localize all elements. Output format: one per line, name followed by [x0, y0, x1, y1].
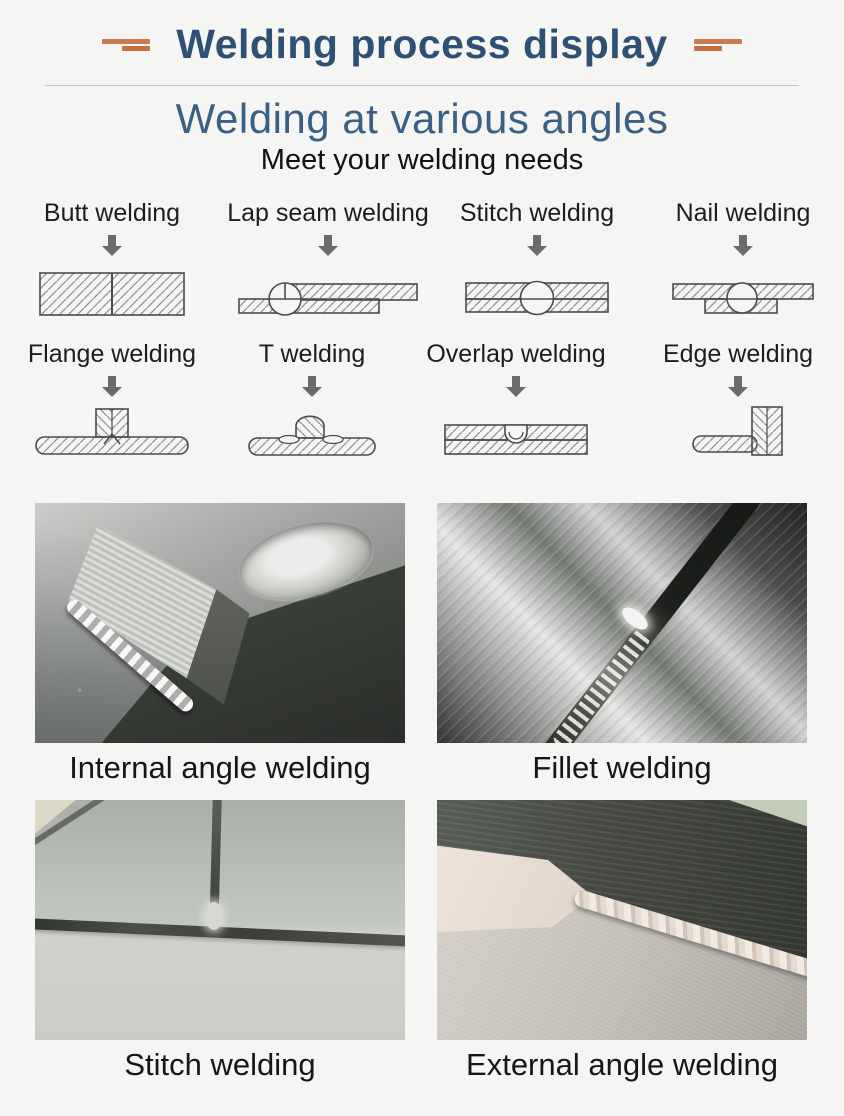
- diagram-nail-welding: Nail welding: [642, 199, 844, 316]
- diagram-t-welding: T welding: [224, 340, 400, 457]
- diagram-label: Nail welding: [675, 199, 811, 227]
- flange-joint-diagram-icon: [35, 405, 189, 457]
- photo-card: Internal angle welding: [35, 503, 405, 786]
- down-arrow-icon: [302, 376, 322, 397]
- photo-card: External angle welding: [437, 800, 807, 1083]
- photo-caption: External angle welding: [466, 1047, 778, 1082]
- down-arrow-icon: [527, 235, 547, 256]
- down-arrow-icon: [506, 376, 526, 397]
- page-title: Welding process display: [176, 21, 668, 67]
- butt-joint-diagram-icon: [39, 264, 185, 316]
- nail-joint-diagram-icon: [672, 264, 814, 316]
- edge-joint-diagram-icon: [692, 405, 784, 457]
- accent-dash-left-icon: [102, 38, 151, 51]
- section-heading: Welding at various angles: [175, 95, 669, 142]
- diagram-stitch-welding: Stitch welding: [432, 199, 642, 316]
- diagram-butt-welding: Butt welding: [0, 199, 224, 316]
- diagram-label: Stitch welding: [459, 199, 615, 227]
- diagram-label: T welding: [258, 340, 366, 368]
- diagram-lap-seam-welding: Lap seam welding: [224, 199, 432, 316]
- internal-angle-welding-photo: [35, 503, 405, 743]
- diagram-label: Overlap welding: [426, 340, 606, 368]
- divider: [45, 85, 799, 86]
- diagram-row-2: Flange welding T welding: [0, 340, 844, 457]
- photo-caption: Stitch welding: [124, 1047, 316, 1082]
- diagram-flange-welding: Flange welding: [0, 340, 224, 457]
- t-joint-diagram-icon: [248, 405, 376, 457]
- stitch-welding-photo: [35, 800, 405, 1040]
- diagram-label: Butt welding: [43, 199, 181, 227]
- down-arrow-icon: [728, 376, 748, 397]
- section-tagline: Meet your welding needs: [260, 144, 584, 176]
- photo-caption: Internal angle welding: [69, 750, 371, 785]
- diagram-edge-welding: Edge welding: [632, 340, 844, 457]
- photo-card: Stitch welding: [35, 800, 405, 1083]
- lap-seam-joint-diagram-icon: [238, 264, 418, 316]
- down-arrow-icon: [318, 235, 338, 256]
- diagram-overlap-welding: Overlap welding: [400, 340, 632, 457]
- external-angle-welding-photo: [437, 800, 807, 1040]
- fillet-welding-photo: [437, 503, 807, 743]
- diagram-row-1: Butt welding Lap seam welding: [0, 199, 844, 316]
- photo-grid: Internal angle welding Fillet welding St…: [0, 503, 844, 1083]
- header: Welding process display: [0, 0, 844, 68]
- overlap-joint-diagram-icon: [444, 405, 588, 457]
- photo-caption: Fillet welding: [532, 750, 712, 785]
- down-arrow-icon: [733, 235, 753, 256]
- down-arrow-icon: [102, 235, 122, 256]
- accent-dash-right-icon: [693, 38, 742, 51]
- down-arrow-icon: [102, 376, 122, 397]
- diagram-label: Lap seam welding: [227, 199, 429, 227]
- diagram-label: Flange welding: [27, 340, 197, 368]
- photo-card: Fillet welding: [437, 503, 807, 786]
- stitch-joint-diagram-icon: [465, 264, 609, 316]
- diagram-label: Edge welding: [662, 340, 814, 368]
